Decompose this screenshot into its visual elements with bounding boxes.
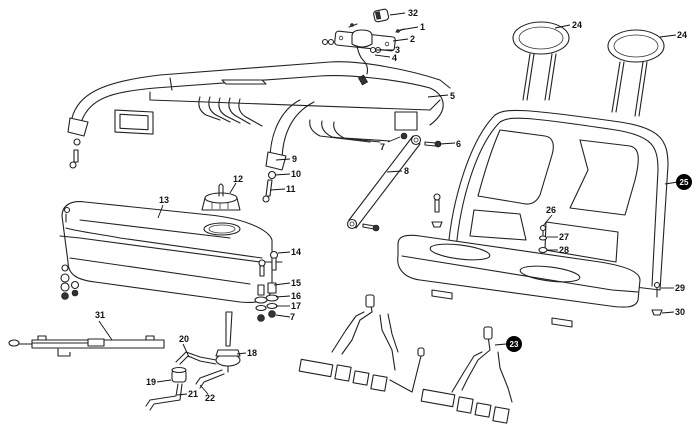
callout-30: 30: [675, 307, 685, 317]
callout-11: 11: [286, 184, 296, 194]
callout-22: 22: [205, 393, 215, 403]
callout-15: 15: [291, 278, 301, 288]
headrests: [512, 21, 665, 117]
callout-12: 12: [233, 174, 243, 184]
license-plate-light: [321, 8, 405, 86]
callout-7-strut: 7: [380, 142, 385, 152]
callout-23-badge: [506, 336, 522, 352]
seat-belts: [298, 294, 513, 424]
callout-27: 27: [559, 232, 569, 242]
roll-bar-frame: [67, 61, 451, 203]
fuel-tank: [59, 183, 283, 347]
callout-3: 3: [395, 45, 400, 55]
callout-6: 6: [456, 139, 461, 149]
callout-18: 18: [247, 348, 257, 358]
callout-23: 23: [510, 340, 519, 349]
callout-2: 2: [410, 34, 415, 44]
callout-32: 32: [408, 8, 418, 18]
callout-25: 25: [680, 178, 689, 187]
seat-slide-rail: [8, 335, 165, 357]
support-strut: [346, 132, 443, 232]
callout-5: 5: [450, 91, 455, 101]
callout-26: 26: [546, 205, 556, 215]
callout-31: 31: [95, 310, 105, 320]
rear-seat: [397, 109, 669, 328]
fuel-valve: [145, 349, 241, 411]
callout-28: 28: [559, 245, 569, 255]
callout-19: 19: [146, 377, 156, 387]
callout-14: 14: [291, 247, 301, 257]
leader-lines: [98, 12, 679, 396]
callout-8: 8: [404, 166, 409, 176]
callout-9: 9: [292, 154, 297, 164]
callout-4: 4: [392, 53, 397, 63]
callout-13: 13: [159, 195, 169, 205]
callout-7-tank: 7: [290, 312, 295, 322]
callout-17: 17: [291, 301, 301, 311]
callout-20: 20: [179, 334, 189, 344]
callout-10: 10: [291, 169, 301, 179]
callout-29: 29: [675, 283, 685, 293]
callout-25-badge: [676, 174, 692, 190]
callouts: 1 2 3 4 5 6 7 7 8 9 10 11 12 13 14 15 16…: [95, 8, 692, 403]
callout-21: 21: [188, 389, 198, 399]
callout-16: 16: [291, 291, 301, 301]
callout-24-right: 24: [677, 30, 687, 40]
callout-24-left: 24: [572, 20, 582, 30]
callout-1: 1: [420, 22, 425, 32]
